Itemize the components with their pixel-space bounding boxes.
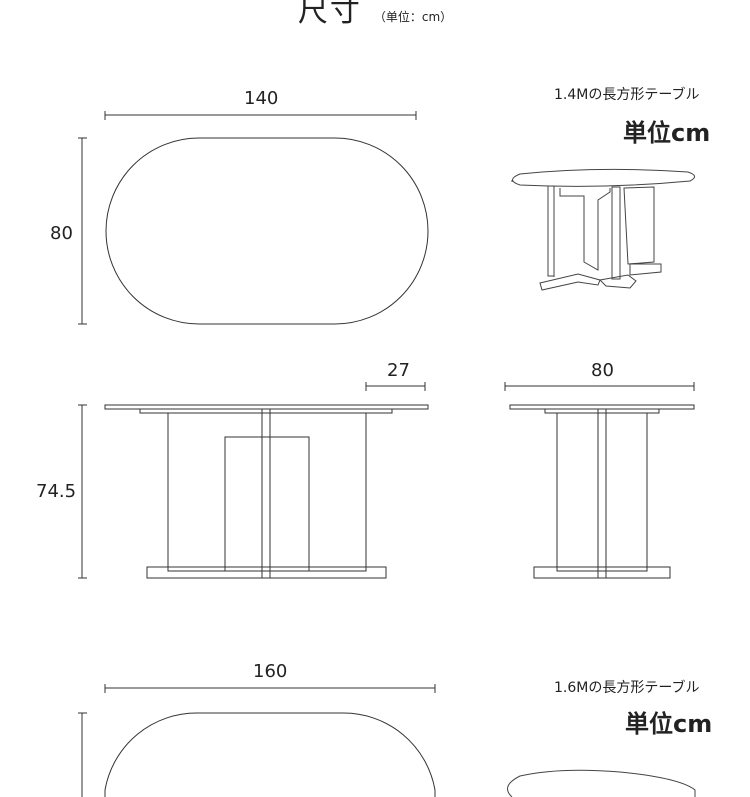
title-unit-note: （单位：cm） — [373, 10, 453, 24]
page-title: 尺寸 （单位：cm） — [0, 0, 750, 30]
table-160-caption: 1.6Mの長方形テーブル — [554, 680, 700, 696]
tabletop-oval-outline-140 — [105, 137, 429, 325]
overhang-27-label: 27 — [387, 360, 410, 381]
table-perspective-sketch — [511, 168, 695, 291]
width-140-label: 140 — [244, 88, 279, 109]
front-view-overhang-27-dimension-line — [365, 382, 426, 391]
table-140-caption: 1.4Mの長方形テーブル — [554, 87, 700, 103]
width-160-label: 160 — [253, 661, 288, 682]
top-view-160-width-dimension-line — [104, 684, 436, 693]
side-view-80-width-dimension-line — [504, 382, 695, 391]
side-view-table-elevation — [509, 404, 695, 579]
height-74.5-label: 74.5 — [36, 481, 77, 502]
tabletop-oval-outline-160 — [104, 712, 436, 797]
front-view-74.5-height-dimension-line — [78, 404, 87, 579]
table-perspective-sketch-160 — [507, 769, 696, 797]
unit-label-1: 単位cm — [623, 119, 711, 147]
side-width-80-label: 80 — [591, 360, 614, 381]
unit-label-2: 単位cm — [625, 710, 713, 738]
depth-80-label: 80 — [50, 223, 73, 244]
top-view-80-depth-dimension-line — [78, 137, 87, 325]
top-view-160-depth-dimension-line — [78, 712, 87, 797]
top-view-140-width-dimension-line — [104, 111, 417, 120]
front-view-table-elevation — [104, 404, 429, 579]
title-text: 尺寸 — [297, 0, 362, 29]
